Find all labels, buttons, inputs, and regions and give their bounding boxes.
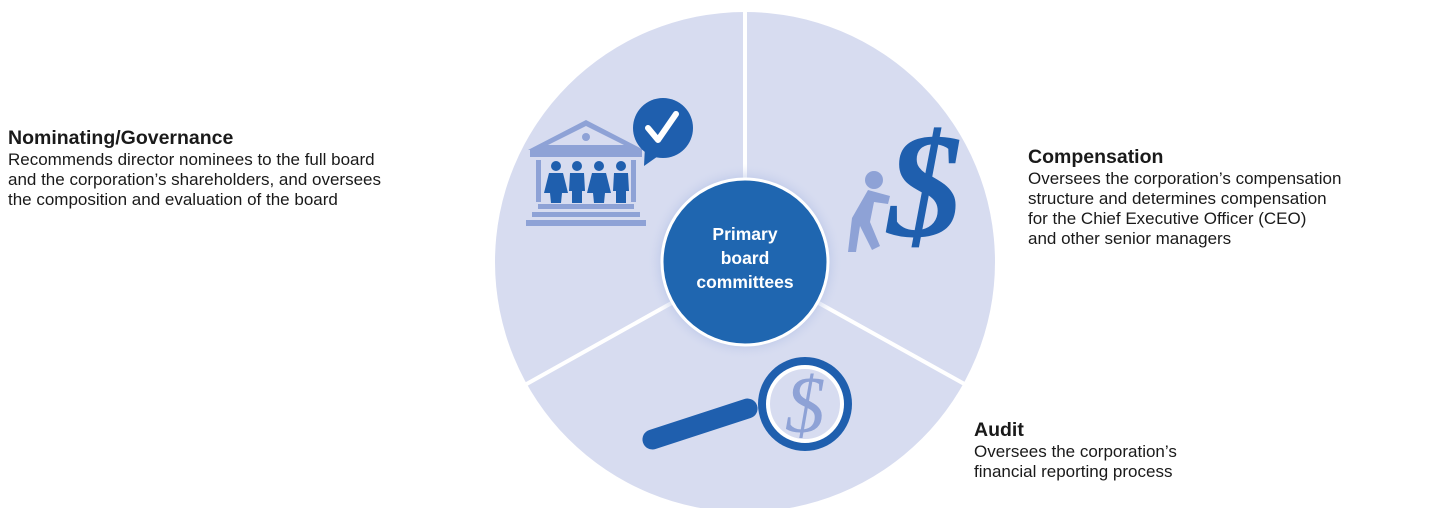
person-pushing-dollar-icon: $ (848, 103, 963, 269)
svg-text:$: $ (785, 362, 825, 450)
nominating-governance-description: Recommends director nominees to the full… (8, 150, 381, 209)
courthouse-people-checkmark-icon (526, 98, 693, 226)
compensation-block: Compensation Oversees the corporation’s … (1028, 146, 1428, 249)
hub-circle (660, 177, 830, 347)
nominating-governance-title: Nominating/Governance (8, 127, 234, 149)
svg-text:$: $ (886, 103, 963, 269)
compensation-title: Compensation (1028, 146, 1164, 168)
magnifying-glass-dollar-icon: $ (642, 357, 852, 451)
audit-title: Audit (974, 419, 1024, 441)
compensation-description: Oversees the corporation’s compensation … (1028, 169, 1342, 248)
nominating-governance-block: Nominating/Governance Recommends directo… (8, 127, 478, 210)
audit-description: Oversees the corporation’s financial rep… (974, 442, 1177, 481)
audit-block: Audit Oversees the corporation’s financi… (974, 419, 1294, 482)
hub-label: Primary board committees (696, 224, 794, 292)
